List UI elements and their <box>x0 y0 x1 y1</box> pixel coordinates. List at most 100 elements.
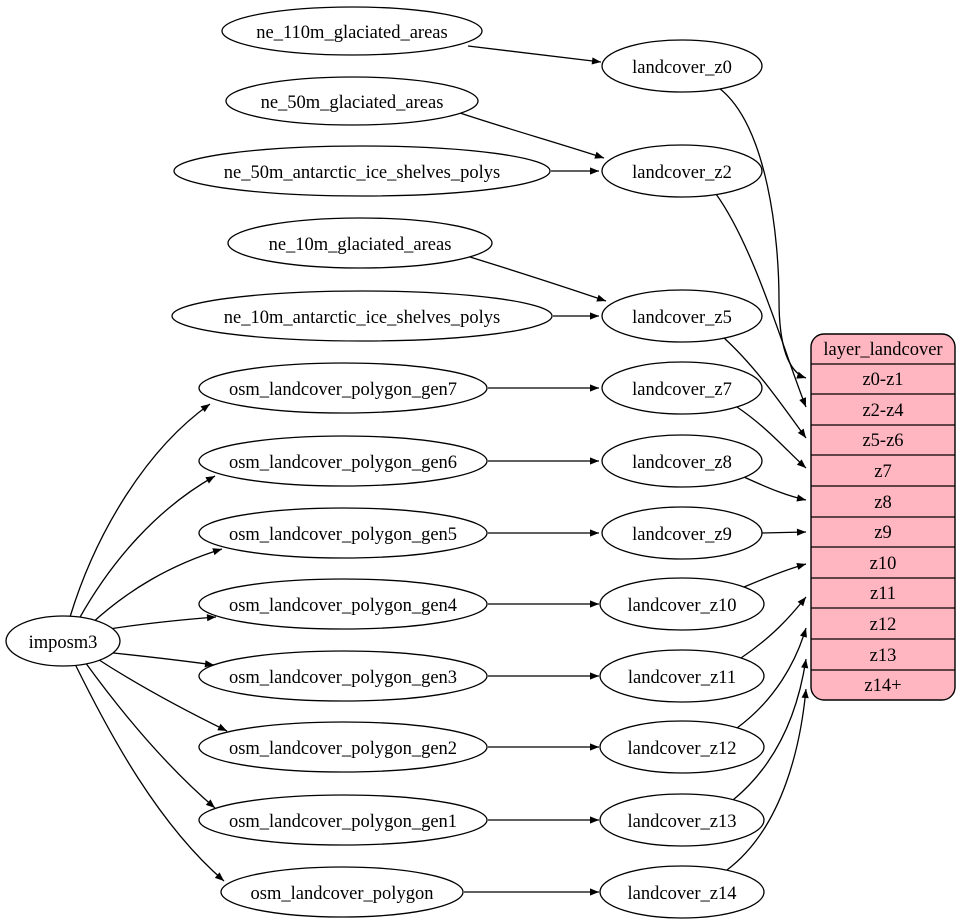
node-osm-landcover-polygon-gen7: osm_landcover_polygon_gen7 <box>198 362 488 414</box>
node-ellipse <box>221 6 483 56</box>
node-label: osm_landcover_polygon_gen4 <box>229 596 457 616</box>
edge-imposm3-gen6 <box>78 475 216 620</box>
node-ellipse <box>198 721 488 773</box>
edge-z5-row-z5-z6 <box>722 336 807 439</box>
node-ellipse <box>198 578 488 630</box>
node-ellipse <box>601 39 763 93</box>
table-layer-landcover: layer_landcover z0-z1 z2-z4 z5-z6 z7 z8 … <box>810 333 956 701</box>
node-label: ne_50m_antarctic_ice_shelves_polys <box>224 163 500 183</box>
node-label: ne_10m_antarctic_ice_shelves_polys <box>224 308 500 328</box>
node-osm-landcover-polygon-gen4: osm_landcover_polygon_gen4 <box>198 578 488 630</box>
node-landcover-z8: landcover_z8 <box>601 434 763 488</box>
node-ne-10m-antarctic-ice-shelves-polys: ne_10m_antarctic_ice_shelves_polys <box>171 290 553 342</box>
table-row-z0-z1: z0-z1 <box>862 370 903 390</box>
node-ellipse <box>599 577 765 631</box>
table-row-z13: z13 <box>870 646 897 666</box>
edge-z7-row-z7 <box>736 406 807 469</box>
table-title: layer_landcover <box>823 340 942 360</box>
edge-imposm3-gen3 <box>103 651 215 668</box>
node-label: landcover_z0 <box>632 58 732 78</box>
node-label: landcover_z5 <box>632 308 732 328</box>
edge-z13-row-z13 <box>732 658 809 801</box>
edge-group-table <box>715 87 809 871</box>
node-label: landcover_z2 <box>632 163 732 183</box>
edge-z8-row-z8 <box>743 476 807 502</box>
node-label: osm_landcover_polygon_gen5 <box>229 525 457 545</box>
node-landcover-z7: landcover_z7 <box>601 361 763 415</box>
node-label: osm_landcover_polygon_gen3 <box>229 668 457 688</box>
edge-z14-row-z14 <box>726 688 809 871</box>
edge-ne110g-z0 <box>467 45 602 65</box>
node-osm-landcover-polygon-gen3: osm_landcover_polygon_gen3 <box>198 650 488 702</box>
edge-group-imposm3 <box>69 403 228 882</box>
table-row-z12: z12 <box>870 615 897 635</box>
node-ellipse <box>220 866 464 918</box>
node-label: ne_10m_glaciated_areas <box>269 235 452 255</box>
edge-imposm3-gen4 <box>102 614 217 631</box>
node-label: osm_landcover_polygon_gen7 <box>229 380 457 400</box>
node-landcover-z5: landcover_z5 <box>601 289 763 343</box>
edge-z12-row-z12 <box>736 627 807 729</box>
node-ellipse <box>5 615 121 667</box>
node-label: ne_50m_glaciated_areas <box>261 93 444 113</box>
node-ellipse <box>601 506 763 560</box>
node-ellipse <box>227 217 493 269</box>
node-osm-landcover-polygon-gen1: osm_landcover_polygon_gen1 <box>198 794 488 846</box>
node-ellipse <box>599 793 765 847</box>
node-ellipse <box>599 865 765 919</box>
edge-imposm3-poly <box>74 663 225 882</box>
node-landcover-z2: landcover_z2 <box>601 144 763 198</box>
node-osm-landcover-polygon: osm_landcover_polygon <box>220 866 464 918</box>
table-row-z5-z6: z5-z6 <box>862 431 903 451</box>
node-ne-50m-antarctic-ice-shelves-polys: ne_50m_antarctic_ice_shelves_polys <box>173 145 551 197</box>
node-ellipse <box>601 144 763 198</box>
node-landcover-z14: landcover_z14 <box>599 865 765 919</box>
node-label: osm_landcover_polygon <box>251 884 434 904</box>
node-landcover-z9: landcover_z9 <box>601 506 763 560</box>
edge-z2-row-z2-z4 <box>715 193 807 408</box>
edge-z9-row-z9 <box>761 528 807 536</box>
node-label: landcover_z12 <box>628 739 737 759</box>
node-label: ne_110m_glaciated_areas <box>256 23 447 43</box>
node-ellipse <box>601 289 763 343</box>
node-imposm3: imposm3 <box>5 615 121 667</box>
node-label: osm_landcover_polygon_gen6 <box>229 453 457 473</box>
node-label: osm_landcover_polygon_gen2 <box>229 739 457 759</box>
table-row-z11: z11 <box>870 584 896 604</box>
node-label: landcover_z11 <box>628 668 736 688</box>
node-label: osm_landcover_polygon_gen1 <box>229 812 457 832</box>
node-ellipse <box>198 362 488 414</box>
node-osm-landcover-polygon-gen5: osm_landcover_polygon_gen5 <box>198 507 488 559</box>
table-row-z2-z4: z2-z4 <box>862 401 903 421</box>
table-row-z10: z10 <box>870 554 897 574</box>
node-ellipse <box>601 361 763 415</box>
node-ne-50m-glaciated-areas: ne_50m_glaciated_areas <box>225 76 479 126</box>
node-ellipse <box>173 145 551 197</box>
node-ne-110m-glaciated-areas: ne_110m_glaciated_areas <box>221 6 483 56</box>
table-row-z7: z7 <box>874 462 891 482</box>
node-landcover-z11: landcover_z11 <box>599 649 765 703</box>
node-label: landcover_z9 <box>632 525 732 545</box>
node-osm-landcover-polygon-gen2: osm_landcover_polygon_gen2 <box>198 721 488 773</box>
node-ellipse <box>198 650 488 702</box>
node-ellipse <box>198 794 488 846</box>
node-ne-10m-glaciated-areas: ne_10m_glaciated_areas <box>227 217 493 269</box>
table-row-z8: z8 <box>874 493 891 513</box>
node-osm-landcover-polygon-gen6: osm_landcover_polygon_gen6 <box>198 435 488 487</box>
edge-imposm3-gen2 <box>95 657 228 732</box>
table-row-z9: z9 <box>874 523 891 543</box>
node-landcover-z10: landcover_z10 <box>599 577 765 631</box>
node-ellipse <box>601 434 763 488</box>
edge-imposm3-gen1 <box>84 661 216 809</box>
node-label: landcover_z10 <box>628 596 737 616</box>
edge-ne50g-z2 <box>459 112 605 159</box>
node-landcover-z13: landcover_z13 <box>599 793 765 847</box>
table-row-z14plus: z14+ <box>864 676 901 696</box>
node-label: landcover_z7 <box>632 380 732 400</box>
edge-imposm3-gen5 <box>90 548 223 625</box>
node-ellipse <box>599 649 765 703</box>
node-ellipse <box>198 507 488 559</box>
edge-z11-row-z11 <box>740 596 807 659</box>
